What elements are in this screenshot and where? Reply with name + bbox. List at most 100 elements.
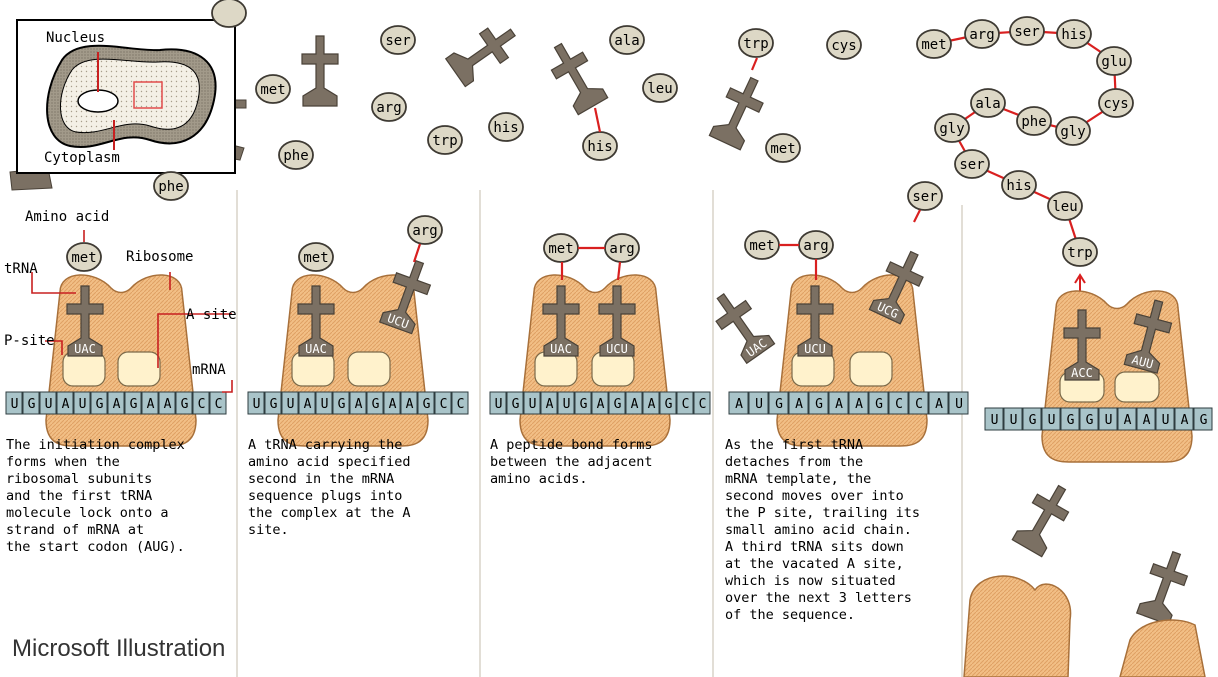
mrna-base: U: [563, 397, 571, 412]
svg-text:leu: leu: [1052, 199, 1077, 215]
svg-text:met: met: [921, 37, 946, 53]
mrna-base: G: [815, 397, 823, 412]
mrna-base: C: [198, 397, 206, 412]
chain-amino-acid: glu: [1097, 47, 1131, 75]
svg-text:arg: arg: [412, 223, 437, 239]
free-amino-acid: leu: [643, 74, 677, 102]
svg-text:his: his: [1006, 178, 1031, 194]
p-site: [792, 352, 834, 386]
mrna-base: G: [614, 397, 622, 412]
a-site: [348, 352, 390, 386]
mrna-base: U: [287, 397, 295, 412]
free-amino-acid: arg: [372, 93, 406, 121]
chain-amino-acid: phe: [1017, 107, 1051, 135]
peptide-bond: [414, 244, 420, 262]
peptide-bond: [595, 108, 600, 132]
free-amino-acid: met: [766, 134, 800, 162]
svg-text:arg: arg: [803, 238, 828, 254]
svg-text:phe: phe: [1021, 114, 1046, 130]
mrna-base: U: [955, 397, 963, 412]
partial-amino-acid: [212, 0, 246, 27]
svg-text:cys: cys: [831, 38, 856, 54]
mrna-base: G: [1086, 413, 1094, 428]
ribosome-label: Ribosome: [126, 249, 193, 265]
free-amino-acid: phe: [279, 141, 313, 169]
a-site: [118, 352, 160, 386]
svg-text:met: met: [303, 250, 328, 266]
trna-leaving: UAC: [706, 286, 776, 364]
mrna-base: A: [597, 397, 605, 412]
chain-amino-acid: cys: [1099, 89, 1133, 117]
svg-text:trp: trp: [432, 133, 457, 149]
svg-text:met: met: [548, 241, 573, 257]
svg-text:ala: ala: [975, 96, 1000, 112]
svg-text:arg: arg: [969, 27, 994, 43]
nucleus-label: Nucleus: [46, 30, 105, 46]
free-amino-acid: met: [256, 75, 290, 103]
mrna-base: A: [735, 397, 743, 412]
mrna-base: A: [648, 397, 656, 412]
mrna-base: A: [1143, 413, 1151, 428]
mrna-strand: UGUAUGAGAAGCC: [6, 392, 226, 414]
svg-text:gly: gly: [939, 121, 964, 137]
anticodon: UCU: [804, 342, 826, 356]
anticodon: ACC: [1071, 366, 1093, 380]
amino-acid: met: [544, 234, 578, 262]
mrna-base: G: [423, 397, 431, 412]
mrna-base: A: [62, 397, 70, 412]
credit-text: Microsoft Illustration: [12, 635, 225, 663]
free-trna: [445, 18, 523, 88]
mrna-base: A: [835, 397, 843, 412]
trna-label: tRNA: [4, 261, 38, 277]
amino-acid: met: [299, 243, 333, 271]
caption-step-3: A peptide bond forms between the adjacen…: [490, 437, 653, 488]
a-site-label: A site: [186, 307, 237, 323]
chain-amino-acid: his: [1057, 20, 1091, 48]
mrna-base: G: [665, 397, 673, 412]
a-site: [1115, 372, 1159, 402]
svg-text:glu: glu: [1101, 54, 1126, 70]
mrna-base: U: [991, 413, 999, 428]
svg-text:his: his: [587, 139, 612, 155]
free-trna: [542, 37, 608, 116]
anticodon: UCU: [606, 342, 628, 356]
dissociated-ribosome: [964, 576, 1205, 677]
mrna-base: A: [389, 397, 397, 412]
mrna-base: U: [495, 397, 503, 412]
mrna-base: G: [775, 397, 783, 412]
svg-text:ser: ser: [959, 157, 984, 173]
free-amino-acid: ala: [610, 26, 644, 54]
free-trna: [1136, 547, 1194, 625]
caption-step-2: A tRNA carrying the amino acid specified…: [248, 437, 411, 539]
chain-amino-acid: gly: [935, 114, 969, 142]
panel-step-3: UACUCUmetargUGUAUGAGAAGCC: [490, 234, 710, 446]
svg-text:leu: leu: [647, 81, 672, 97]
p-site: [292, 352, 334, 386]
mrna-base: C: [699, 397, 707, 412]
mrna-base: A: [855, 397, 863, 412]
mrna-base: U: [1010, 413, 1018, 428]
mrna-base: A: [164, 397, 172, 412]
cytoplasm-label: Cytoplasm: [44, 150, 120, 166]
svg-text:met: met: [260, 82, 285, 98]
mrna-base: G: [372, 397, 380, 412]
mrna-base: C: [682, 397, 690, 412]
mrna-base: A: [304, 397, 312, 412]
caption-step-1: The initiation complex forms when the ri…: [6, 437, 185, 556]
chain-amino-acid: ser: [955, 150, 989, 178]
mrna-base: G: [181, 397, 189, 412]
mrna-base: A: [147, 397, 155, 412]
svg-text:cys: cys: [1103, 96, 1128, 112]
svg-text:phe: phe: [158, 179, 183, 195]
mrna-base: C: [215, 397, 223, 412]
mrna-base: G: [338, 397, 346, 412]
nucleus: [78, 90, 118, 112]
amino-acid: ser: [908, 182, 942, 210]
svg-text:met: met: [749, 238, 774, 254]
svg-text:arg: arg: [609, 241, 634, 257]
chain-amino-acid: arg: [965, 20, 999, 48]
